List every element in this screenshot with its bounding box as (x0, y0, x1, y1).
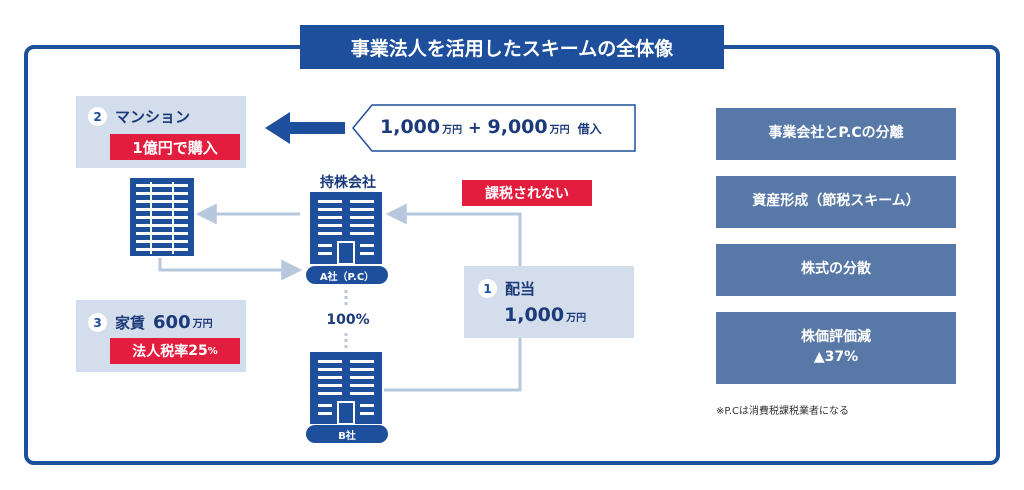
holding-label: 持株会社 (320, 175, 376, 191)
rent-label: 家賃 (115, 314, 146, 332)
holding-pill: A社（P.C） (306, 266, 388, 284)
benefit-valuation-reduction: 株価評価減 ▲37% (716, 312, 956, 384)
dividend-header: 1 配当 (478, 278, 535, 299)
rent-header: 3 家賃 600 万円 (88, 312, 213, 333)
footnote: ※P.Cは消費税課税業者になる (716, 406, 850, 417)
step-3-badge: 3 (88, 313, 107, 332)
companyb-pill: B社 (306, 425, 388, 443)
step-2-badge: 2 (88, 107, 107, 126)
holding-building-icon (310, 192, 382, 264)
benefit-asset-formation: 資産形成（節税スキーム） (716, 176, 956, 228)
diagram-title: 事業法人を活用したスキームの全体像 (300, 25, 724, 69)
loan-banner: 1,000 万円 + 9,000 万円 借入 (352, 104, 636, 152)
ownership-percent: 100% (326, 312, 370, 328)
dividend-unit: 万円 (566, 313, 587, 324)
loan-unit-2: 万円 (549, 125, 570, 136)
companyb-building-icon (310, 352, 382, 424)
loan-suffix: 借入 (577, 122, 602, 136)
benefit-separation: 事業会社とP.Cの分離 (716, 108, 956, 160)
loan-plus: + (468, 118, 482, 137)
line-rent-to-holding (158, 258, 303, 281)
loan-amount-1: 1,000 (380, 116, 441, 138)
step-1-badge: 1 (478, 279, 497, 298)
line-dividend-to-holding (385, 203, 522, 268)
mansion-header: 2 マンション (88, 106, 190, 127)
dividend-box (464, 266, 634, 338)
rent-unit: 万円 (192, 319, 213, 330)
tax-free-badge: 課税されない (462, 180, 592, 206)
dividend-amount: 1,000 (504, 304, 565, 326)
loan-unit-1: 万円 (442, 125, 463, 136)
dividend-label: 配当 (505, 280, 536, 298)
loan-amount-2: 9,000 (487, 116, 548, 138)
mansion-building-icon (130, 178, 194, 256)
mansion-price-badge: 1億円で購入 (110, 134, 240, 160)
big-arrow-icon (265, 112, 345, 144)
rent-amount: 600 (153, 312, 191, 333)
mansion-label: マンション (115, 108, 191, 126)
line-companyb-to-dividend (384, 338, 522, 392)
dividend-amount-row: 1,000 万円 (504, 304, 586, 326)
benefit-share-distribution: 株式の分散 (716, 244, 956, 296)
